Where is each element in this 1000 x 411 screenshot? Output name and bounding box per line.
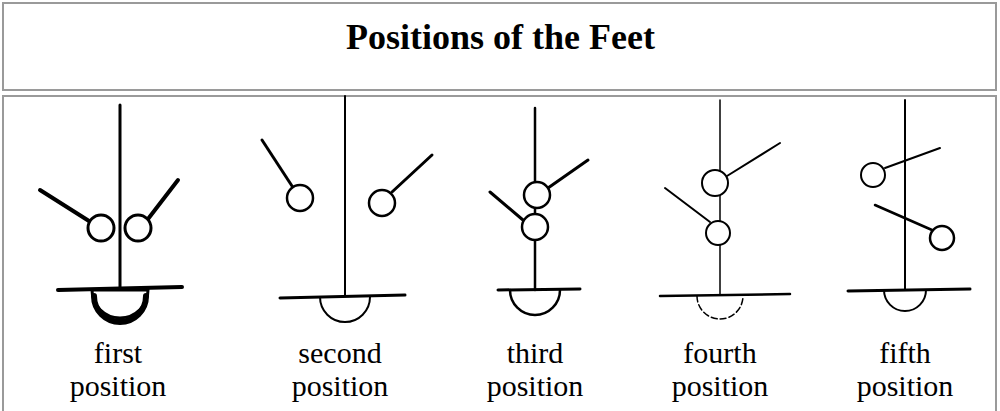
table-frame bbox=[3, 3, 996, 411]
fourth-position-figure bbox=[660, 100, 790, 319]
second-position-figure bbox=[262, 96, 432, 322]
figure-cell bbox=[3, 96, 996, 411]
position-label: third position bbox=[465, 336, 605, 402]
third-position-figure bbox=[490, 108, 588, 315]
position-label: fifth position bbox=[835, 336, 975, 402]
page-title: Positions of the Feet bbox=[346, 16, 655, 58]
title-cell bbox=[3, 3, 996, 90]
fifth-position-figure bbox=[848, 100, 970, 311]
first-position-figure bbox=[40, 105, 182, 322]
position-label: first position bbox=[48, 336, 188, 402]
position-label: fourth position bbox=[650, 336, 790, 402]
position-label: second position bbox=[270, 336, 410, 402]
